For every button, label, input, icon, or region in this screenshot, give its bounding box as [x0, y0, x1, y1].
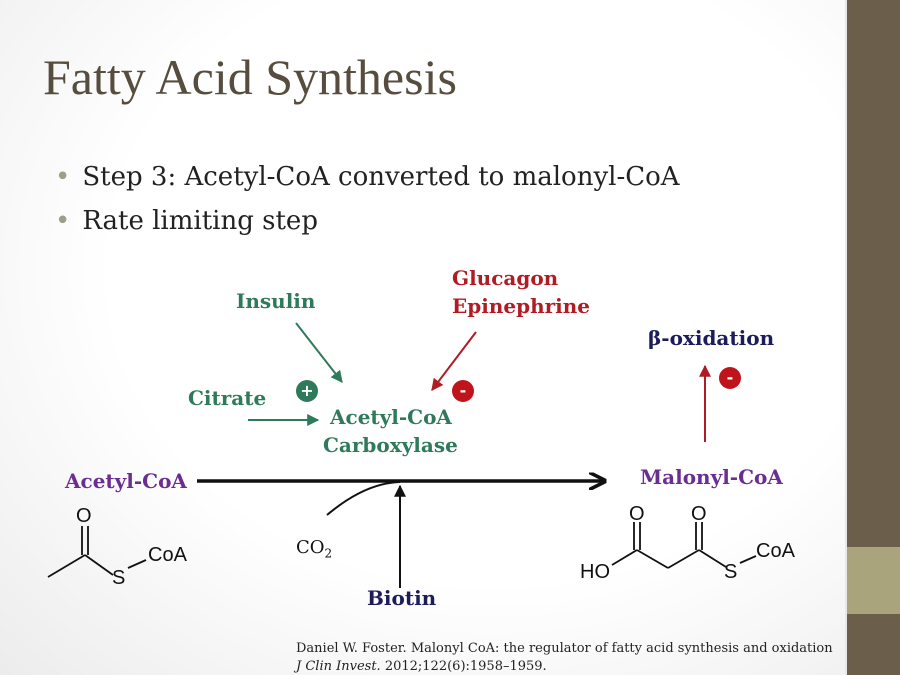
glucagon-label: Glucagon — [452, 266, 559, 290]
citation-line1: Daniel W. Foster. Malonyl CoA: the regul… — [296, 641, 833, 656]
slide-title: Fatty Acid Synthesis — [43, 49, 457, 105]
malonyl-coa-text: CoA — [756, 540, 795, 562]
acetyl-coa-text: CoA — [148, 544, 187, 566]
malonyl-coa-label: Malonyl-CoA — [640, 465, 783, 489]
malonyl-s: S — [724, 561, 738, 583]
glucagon-arrow — [431, 331, 477, 391]
insulin-arrow — [295, 322, 343, 383]
malonyl-o1: O — [629, 503, 645, 525]
acetyl-o: O — [76, 505, 92, 527]
inhibition-minus-icon: - — [452, 380, 474, 402]
bullet-text: Step 3: Acetyl-CoA converted to malonyl-… — [82, 162, 680, 192]
epinephrine-label: Epinephrine — [452, 294, 591, 318]
acetyl-coa-label: Acetyl-CoA — [65, 469, 187, 493]
beta-oxidation-minus-icon: - — [719, 367, 741, 389]
acetyl-s: S — [112, 567, 126, 589]
citrate-label: Citrate — [188, 386, 267, 410]
malonyl-ho: HO — [580, 561, 610, 583]
co2-curve — [326, 481, 401, 516]
beta-oxidation-label: β-oxidation — [648, 326, 775, 350]
citation-journal: J Clin Invest. — [296, 659, 381, 674]
enzyme-label-line1: Acetyl-CoA — [330, 405, 452, 429]
bullet-text: Rate limiting step — [82, 206, 318, 236]
co2-label: CO2 — [296, 537, 332, 561]
sidebar-band — [845, 547, 900, 614]
co2-text: CO — [296, 537, 325, 558]
insulin-label: Insulin — [236, 289, 316, 313]
citation-line2: J Clin Invest. 2012;122(6):1958–1959. — [296, 659, 547, 674]
malonyl-o2: O — [691, 503, 707, 525]
bullet-2: •Rate limiting step — [55, 206, 318, 236]
activation-plus-icon: + — [296, 380, 318, 402]
citation-details: 2012;122(6):1958–1959. — [380, 659, 547, 674]
malonyl-coa-structure — [611, 522, 757, 569]
acetyl-coa-structure — [47, 526, 147, 578]
enzyme-label-line2: Carboxylase — [323, 433, 458, 457]
bullet-1: •Step 3: Acetyl-CoA converted to malonyl… — [55, 162, 680, 192]
co2-subscript: 2 — [324, 546, 333, 561]
biotin-label: Biotin — [367, 586, 437, 610]
